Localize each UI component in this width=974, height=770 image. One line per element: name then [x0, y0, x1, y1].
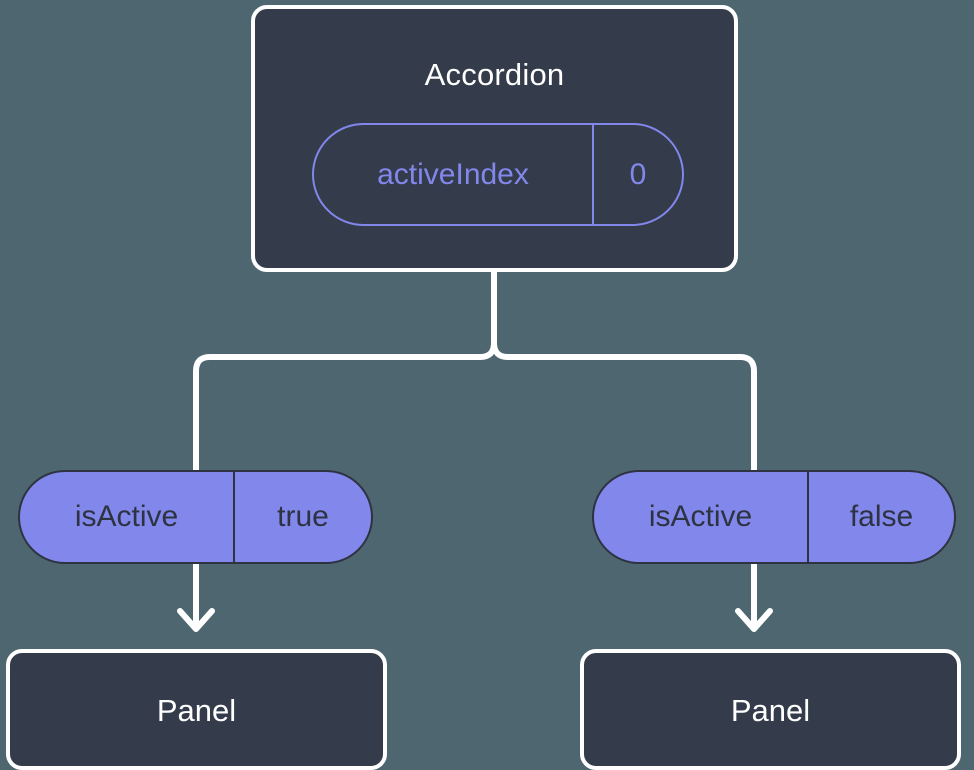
arrowhead-right-icon	[735, 608, 773, 632]
state-pill-activeindex[interactable]: activeIndex 0	[312, 123, 684, 226]
component-node-accordion[interactable]: Accordion activeIndex 0	[251, 5, 738, 272]
prop-pill-key: isActive	[594, 472, 809, 562]
component-title-accordion: Accordion	[424, 57, 565, 92]
arrowhead-left-icon	[177, 608, 215, 632]
component-node-panel-right[interactable]: Panel	[580, 649, 961, 770]
prop-pill-value: false	[849, 500, 914, 533]
trunk-split-connector-right	[491, 340, 757, 473]
prop-pill-isactive-false[interactable]: isActive false	[592, 470, 956, 564]
trunk-split-connector	[193, 269, 497, 473]
component-title-panel: Panel	[730, 693, 811, 728]
state-pill-key: activeIndex	[314, 125, 594, 224]
component-title-panel: Panel	[156, 693, 237, 728]
state-pill-value: 0	[629, 157, 647, 191]
prop-pill-key: isActive	[20, 472, 235, 562]
prop-pill-isactive-true[interactable]: isActive true	[18, 470, 373, 564]
component-node-panel-left[interactable]: Panel	[6, 649, 387, 770]
prop-pill-value: true	[277, 500, 329, 533]
